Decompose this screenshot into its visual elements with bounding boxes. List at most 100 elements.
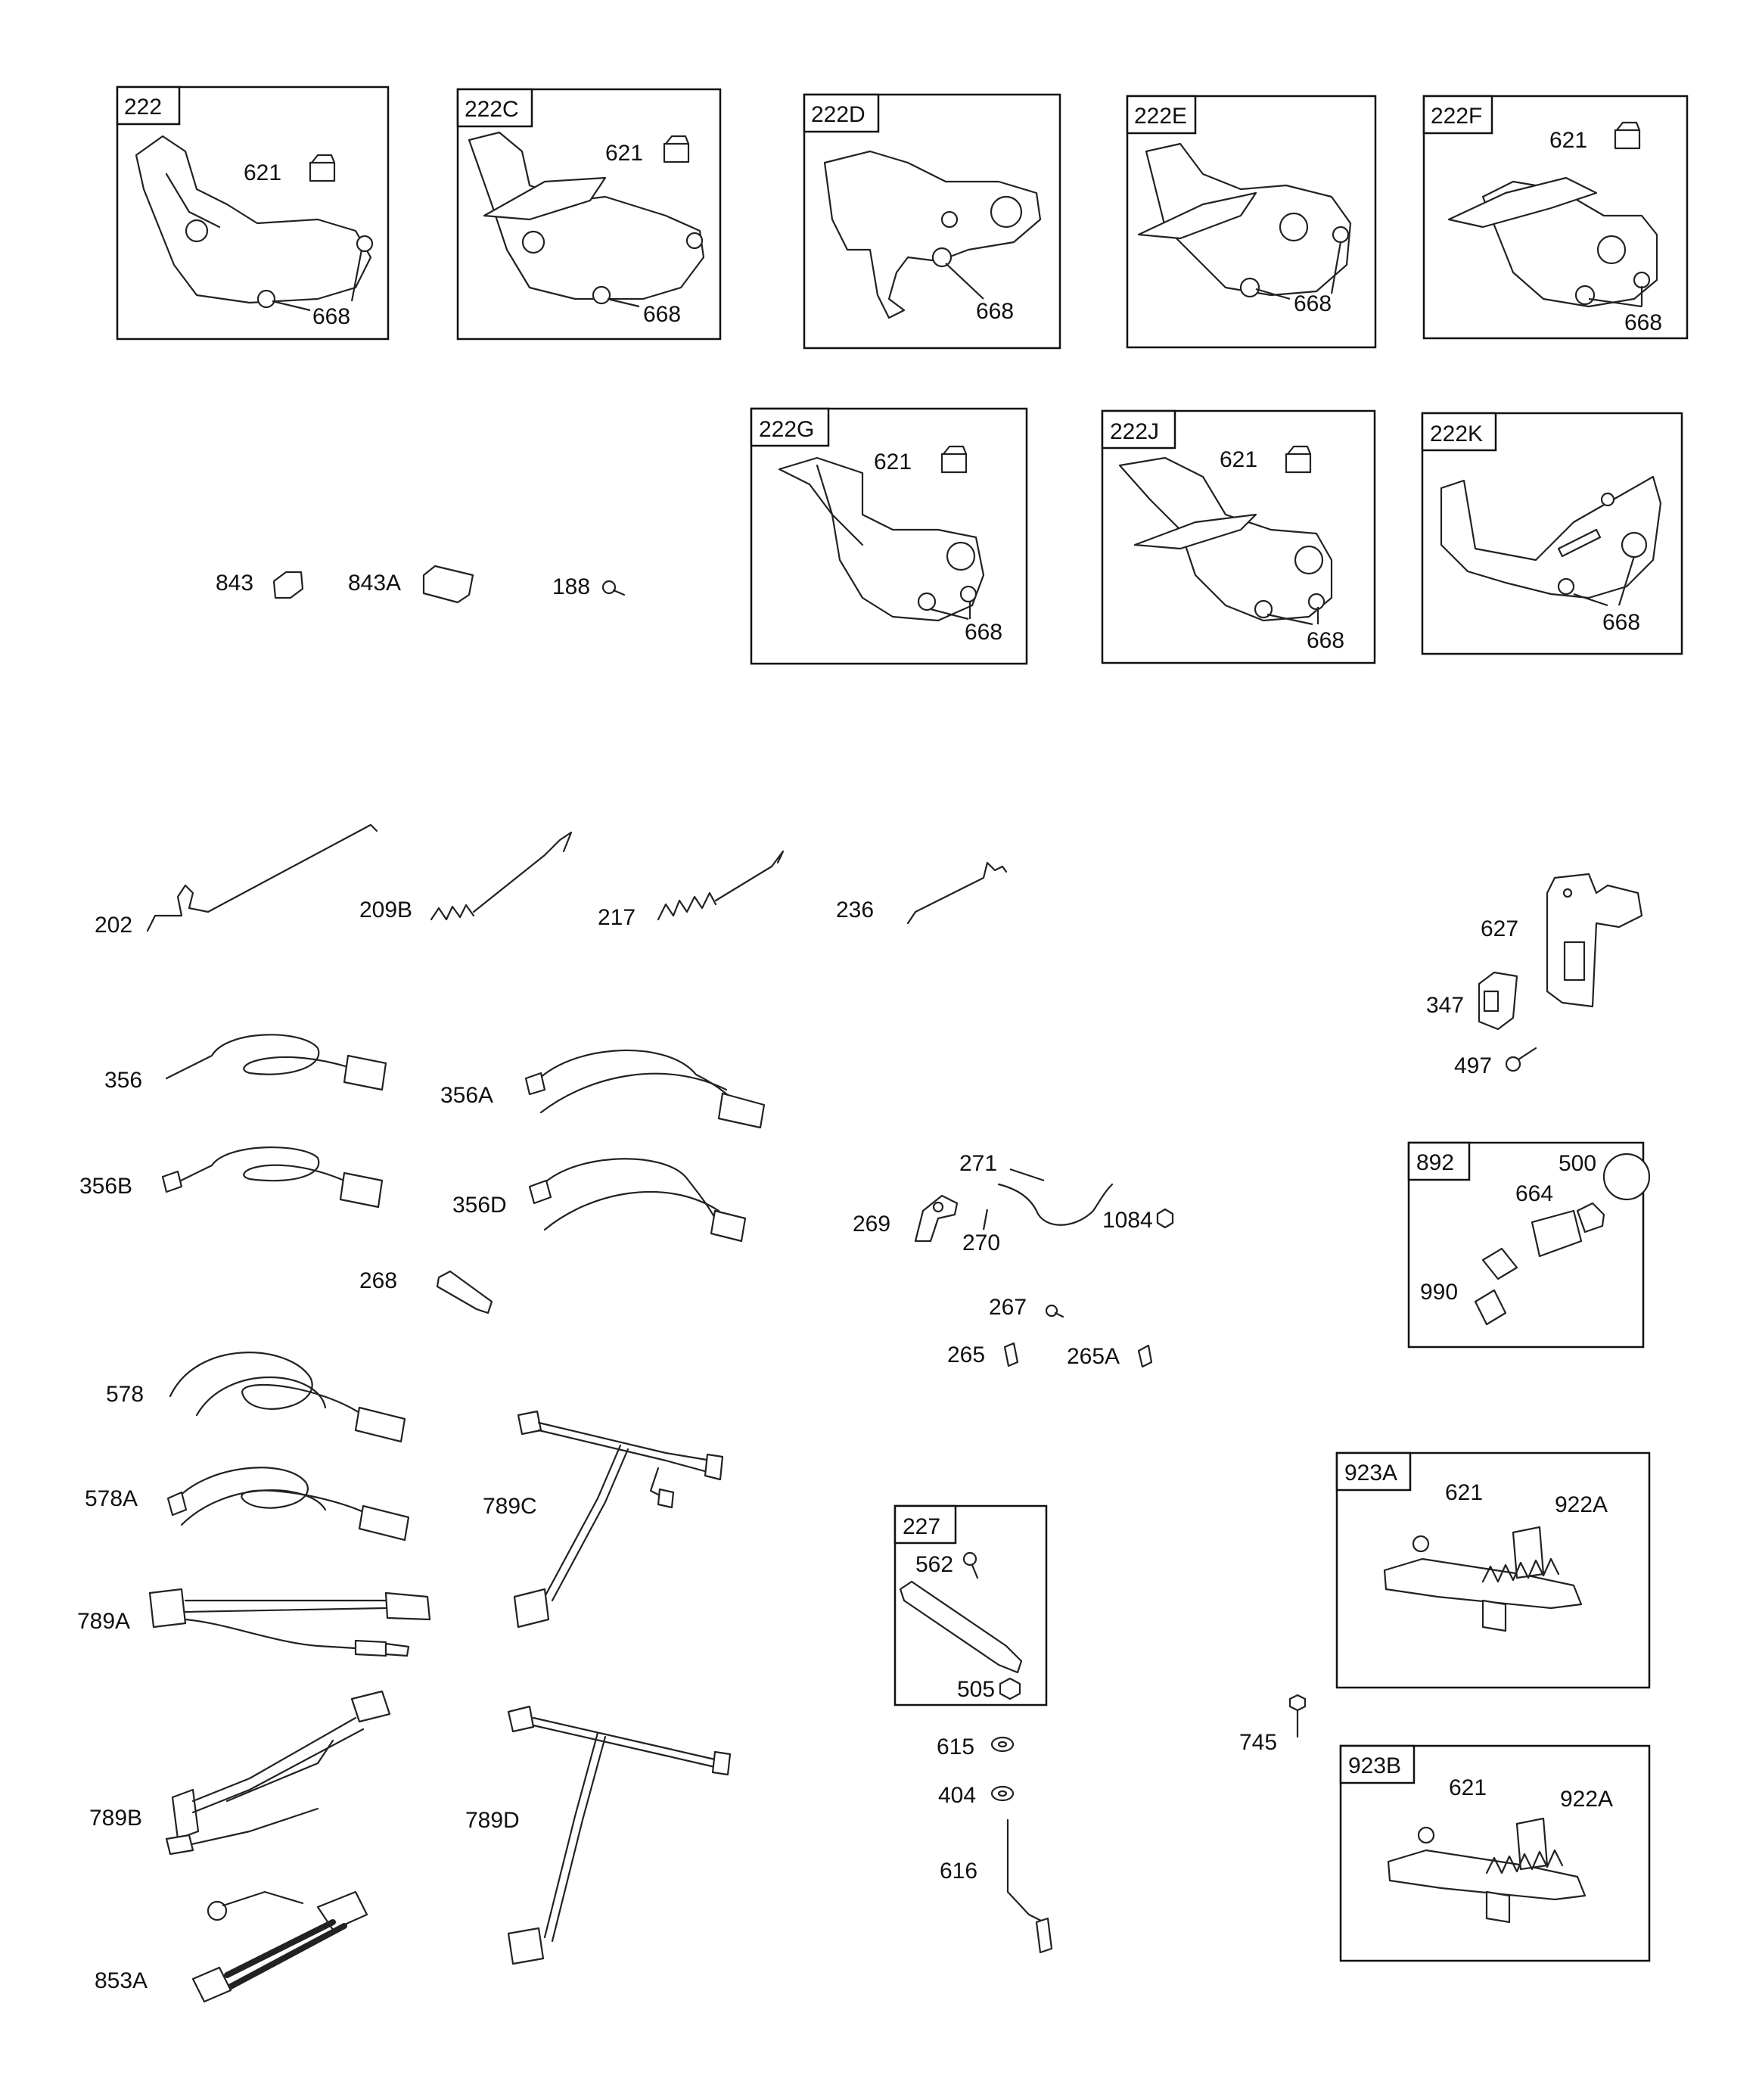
part-265: 265 — [947, 1342, 1019, 1367]
part-578a: 578A — [85, 1467, 410, 1542]
box-222c-label-621: 621 — [605, 141, 643, 166]
part-267: 267 — [989, 1295, 1064, 1320]
box-923b-label-922a: 922A — [1560, 1787, 1613, 1812]
box-222c-id: 222C — [465, 97, 519, 122]
box-923a-id: 923A — [1344, 1461, 1397, 1486]
cable-icon — [997, 1168, 1114, 1226]
clip-icon — [663, 135, 690, 163]
part-265a: 265A — [1067, 1344, 1153, 1369]
part-217: 217 — [598, 850, 785, 930]
terminal-icon — [436, 1270, 493, 1314]
part-265-label: 265 — [947, 1342, 985, 1367]
switch-icon — [1478, 971, 1518, 1031]
part-356-label: 356 — [104, 1068, 142, 1093]
part-1084: 268 — [359, 1268, 493, 1314]
control-bracket-icon — [1137, 142, 1352, 298]
box-923a-label-621: 621 — [1445, 1480, 1483, 1505]
t-harness-icon — [513, 1410, 724, 1629]
box-222e-label-668: 668 — [1294, 291, 1332, 316]
part-497-label: 497 — [1454, 1053, 1492, 1078]
rod-icon — [906, 861, 1008, 925]
box-222-label-668: 668 — [312, 304, 350, 329]
box-892-id: 892 — [1416, 1150, 1454, 1175]
washer-icon — [990, 1736, 1015, 1753]
part-578: 578 — [106, 1352, 406, 1443]
box-222k-id: 222K — [1430, 422, 1483, 446]
clip-icon — [1614, 121, 1641, 150]
part-497: 497 — [1454, 1047, 1537, 1078]
governor-spring-bracket-icon — [1387, 1817, 1587, 1924]
part-209b: 209B — [359, 831, 573, 922]
box-222e: 222E 668 — [1126, 95, 1377, 349]
box-923b-id: 923B — [1348, 1753, 1401, 1778]
part-789d-label: 789D — [465, 1808, 520, 1833]
part-615: 615 — [937, 1734, 1015, 1759]
box-222k: 222K 668 — [1421, 412, 1683, 655]
part-616-label: 616 — [940, 1859, 977, 1884]
bracket-plate-icon — [1440, 475, 1662, 599]
governor-link-icon — [146, 823, 378, 932]
box-222f: 222F 621 668 — [1422, 95, 1689, 340]
harness-icon — [148, 1588, 431, 1657]
box-222c: 222C 621 668 — [456, 88, 722, 341]
spring-icon — [430, 831, 573, 921]
box-892-label-664: 664 — [1515, 1181, 1553, 1206]
wire-harness-icon — [169, 1352, 406, 1443]
box-923a: 923A 621 922A — [1335, 1451, 1651, 1689]
part-578-label: 578 — [106, 1382, 144, 1407]
box-222g: 222G 621 668 — [750, 407, 1028, 665]
part-627-label: 627 — [1481, 916, 1518, 941]
box-222d-id: 222D — [811, 102, 866, 127]
box-222f-label-668: 668 — [1624, 310, 1662, 335]
part-270-label: 1084 — [1102, 1208, 1153, 1233]
bolt-icon — [1288, 1694, 1307, 1738]
box-923b: 923B 621 922A — [1339, 1744, 1651, 1962]
part-853a-label: 853A — [95, 1968, 148, 1993]
wire-harness-icon — [165, 1034, 387, 1091]
box-923a-label-922a: 922A — [1555, 1492, 1608, 1517]
box-222-id: 222 — [124, 95, 162, 120]
part-356d-label: 356D — [452, 1193, 507, 1218]
part-271: 269 — [853, 1194, 959, 1243]
box-227-label-562: 562 — [915, 1552, 953, 1577]
part-236-label: 236 — [836, 898, 874, 922]
wire-harness-icon — [166, 1467, 410, 1542]
part-268: 271 — [959, 1151, 1114, 1226]
box-227-label-505: 505 — [957, 1677, 995, 1702]
wire-harness-icon — [524, 1049, 766, 1129]
clip-icon — [1137, 1344, 1153, 1368]
part-789a-label: 789A — [77, 1609, 130, 1634]
part-789b-label: 789B — [89, 1806, 142, 1831]
control-bracket-icon — [1447, 176, 1658, 308]
box-923b-label-621: 621 — [1449, 1775, 1487, 1800]
part-404: 404 — [938, 1783, 1015, 1808]
control-bracket-icon — [778, 456, 985, 622]
part-209b-label: 209B — [359, 898, 412, 922]
harness-icon — [165, 1690, 391, 1856]
clip-icon — [309, 154, 336, 182]
box-227: 227 562 505 — [893, 1504, 1048, 1706]
control-bracket-icon — [135, 135, 374, 309]
part-202: 202 — [95, 823, 378, 938]
part-347-label: 347 — [1426, 993, 1464, 1018]
part-356a: 356A — [440, 1049, 766, 1129]
part-356b-label: 356B — [79, 1174, 132, 1199]
part-578a-label: 578A — [85, 1486, 138, 1511]
box-222g-label-668: 668 — [965, 620, 1002, 645]
box-222j-label-668: 668 — [1307, 628, 1344, 653]
part-356a-label: 356A — [440, 1083, 493, 1108]
control-bracket-icon — [823, 150, 1042, 319]
box-222c-label-668: 668 — [643, 302, 681, 327]
wire-harness-icon — [161, 1146, 384, 1209]
box-222: 222 621 668 — [116, 86, 390, 341]
control-bracket-icon — [468, 131, 705, 305]
part-789c-label: 789C — [483, 1494, 537, 1519]
box-222d: 222D 668 — [803, 93, 1061, 350]
part-789b: 789B — [89, 1690, 391, 1856]
part-270: 1084 — [1102, 1208, 1174, 1233]
spring-icon — [657, 850, 785, 921]
part-843a-label: 843A — [348, 571, 401, 596]
part-268-label: 271 — [959, 1151, 997, 1176]
